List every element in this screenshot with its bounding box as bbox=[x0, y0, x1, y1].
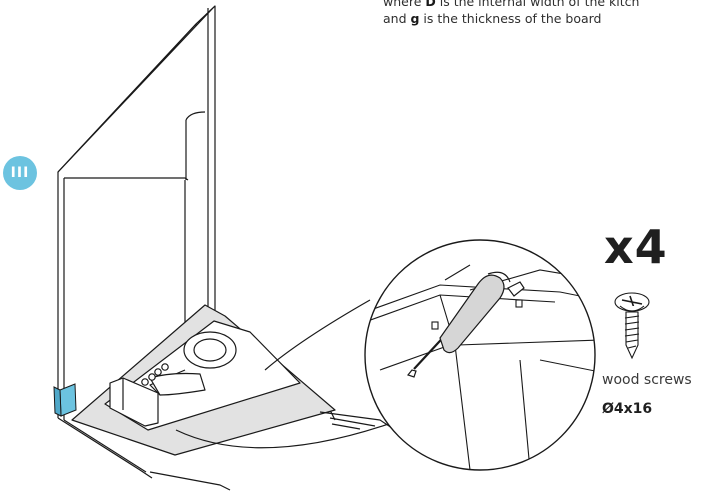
caption-line-2: and g is the thickness of the board bbox=[383, 11, 602, 26]
screw-icon bbox=[614, 292, 650, 360]
zoom-detail bbox=[364, 239, 596, 471]
zoom-leader bbox=[175, 419, 401, 449]
highlight-bracket bbox=[53, 383, 77, 417]
instruction-caption: where D is the internal width of the kit… bbox=[383, 0, 639, 27]
variable-g: g bbox=[410, 11, 420, 26]
screwdriver-icon bbox=[406, 271, 525, 378]
cabinet bbox=[57, 5, 399, 491]
variable-d: D bbox=[425, 0, 436, 9]
screw-name: wood screws bbox=[602, 372, 692, 388]
caption-line-1: where D is the internal width of the kit… bbox=[383, 0, 639, 10]
screw-size: Ø4x16 bbox=[602, 401, 653, 417]
step-badge: III bbox=[3, 156, 37, 190]
screw-quantity: x4 bbox=[604, 220, 668, 274]
